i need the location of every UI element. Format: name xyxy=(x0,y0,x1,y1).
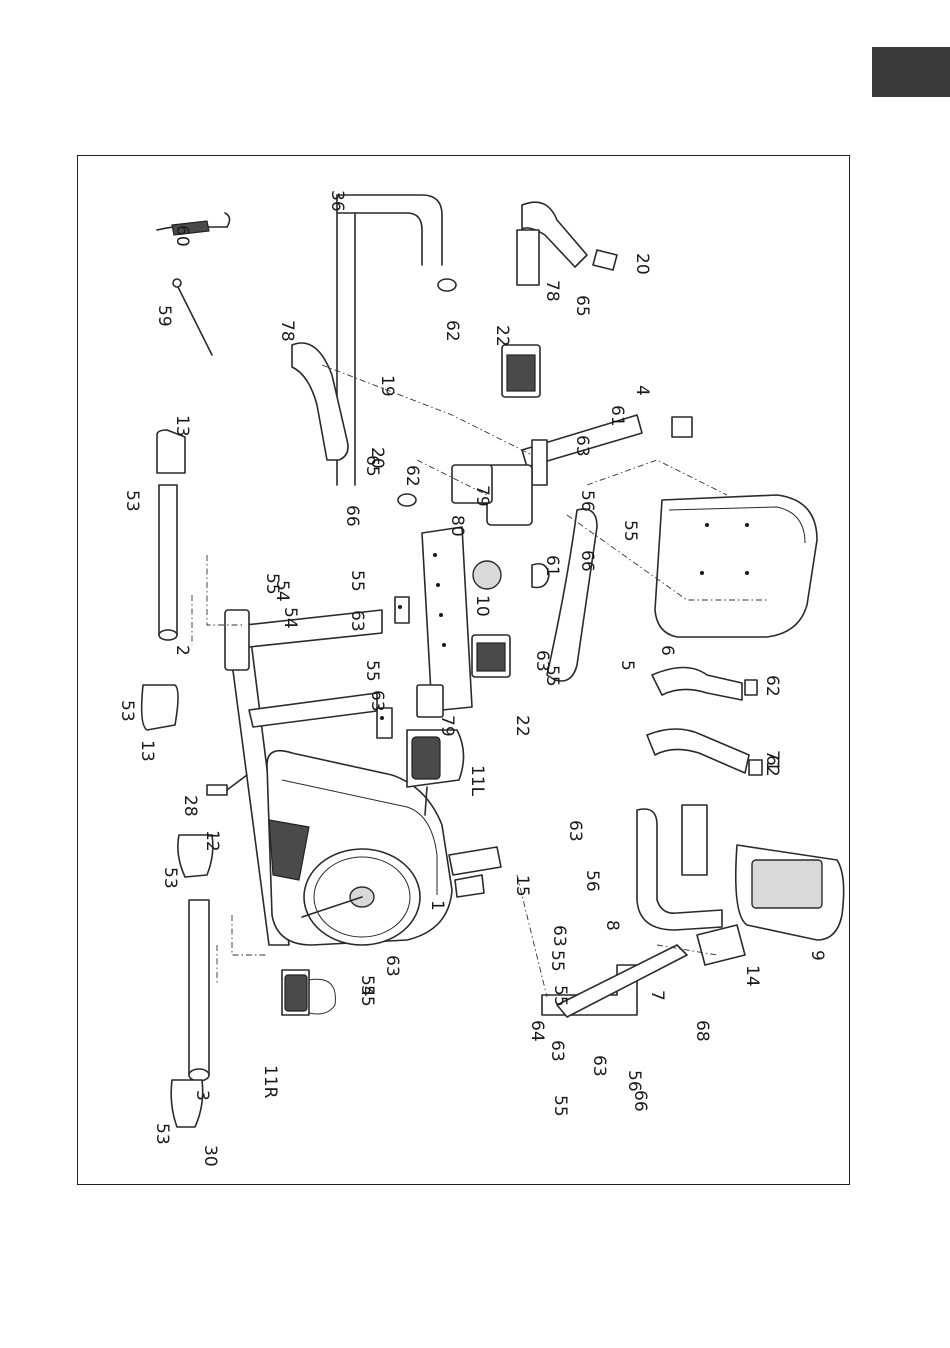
part-label-63: 63 xyxy=(347,610,367,632)
part-label-63: 63 xyxy=(532,650,552,672)
part-label-30: 30 xyxy=(200,1145,220,1167)
part-label-53: 53 xyxy=(117,700,137,722)
chapter-tab xyxy=(872,47,950,97)
part-label-66: 66 xyxy=(342,505,362,527)
part-label-63: 63 xyxy=(589,1055,609,1077)
part-label-61: 61 xyxy=(542,555,562,577)
part-label-55: 55 xyxy=(262,573,282,595)
part-label-62: 62 xyxy=(762,675,782,697)
part-label-12: 12 xyxy=(202,830,222,852)
exploded-view-diagram: 1234567891011L11R12131314151920202222283… xyxy=(77,155,850,1185)
rear-stabilizer xyxy=(142,430,185,730)
part-label-56: 56 xyxy=(582,870,602,892)
part-label-13: 13 xyxy=(172,415,192,437)
part-label-60: 60 xyxy=(172,225,192,247)
part-label-14: 14 xyxy=(742,965,762,987)
part-label-59: 59 xyxy=(154,305,174,327)
part-label-64: 64 xyxy=(527,1020,547,1042)
part-label-65: 65 xyxy=(362,455,382,477)
part-label-63: 63 xyxy=(367,690,387,712)
part-label-78: 78 xyxy=(277,320,297,342)
part-label-54: 54 xyxy=(280,607,300,629)
part-label-15: 15 xyxy=(512,875,532,897)
tension-cable xyxy=(157,213,230,355)
part-label-63: 63 xyxy=(382,955,402,977)
part-label-11L: 11L xyxy=(467,765,487,797)
part-label-4: 4 xyxy=(632,385,652,396)
part-label-9: 9 xyxy=(807,950,827,961)
part-label-68: 68 xyxy=(692,1020,712,1042)
part-label-55: 55 xyxy=(347,570,367,592)
part-label-28: 28 xyxy=(180,795,200,817)
part-label-63: 63 xyxy=(549,925,569,947)
part-label-55: 55 xyxy=(550,985,570,1007)
part-label-56: 56 xyxy=(624,1070,644,1092)
part-label-62: 62 xyxy=(442,320,462,342)
part-label-5: 5 xyxy=(617,660,637,671)
part-label-8: 8 xyxy=(602,920,622,931)
part-label-56: 56 xyxy=(577,490,597,512)
part-label-55: 55 xyxy=(357,985,377,1007)
part-label-71: 71 xyxy=(762,750,782,772)
part-label-65: 65 xyxy=(572,295,592,317)
part-label-2: 2 xyxy=(172,645,192,656)
part-label-55: 55 xyxy=(550,1095,570,1117)
side-handles xyxy=(647,668,762,776)
part-label-61: 61 xyxy=(607,405,627,427)
front-handlebar xyxy=(517,202,617,285)
part-label-10: 10 xyxy=(472,595,492,617)
part-label-63: 63 xyxy=(565,820,585,842)
part-label-66: 66 xyxy=(577,550,597,572)
part-label-55: 55 xyxy=(362,660,382,682)
part-label-7: 7 xyxy=(647,990,667,1001)
part-label-22: 22 xyxy=(512,715,532,737)
part-label-79: 79 xyxy=(472,485,492,507)
part-label-1: 1 xyxy=(427,900,447,911)
part-label-53: 53 xyxy=(160,867,180,889)
part-label-36: 36 xyxy=(327,190,347,212)
part-label-55: 55 xyxy=(620,520,640,542)
part-label-20: 20 xyxy=(632,253,652,275)
part-label-62: 62 xyxy=(402,465,422,487)
part-label-11R: 11R xyxy=(260,1065,280,1099)
part-label-53: 53 xyxy=(152,1123,172,1145)
part-label-22: 22 xyxy=(492,325,512,347)
part-label-13: 13 xyxy=(137,740,157,762)
part-label-55: 55 xyxy=(547,950,567,972)
part-label-66: 66 xyxy=(630,1090,650,1112)
seat-assembly xyxy=(473,415,817,681)
console-assembly xyxy=(542,805,844,1017)
part-label-63: 63 xyxy=(547,1040,567,1062)
part-label-78: 78 xyxy=(542,280,562,302)
part-label-6: 6 xyxy=(657,645,677,656)
part-label-19: 19 xyxy=(377,375,397,397)
part-label-79: 79 xyxy=(437,715,457,737)
part-label-3: 3 xyxy=(192,1090,212,1101)
part-label-53: 53 xyxy=(122,490,142,512)
slide-rail xyxy=(417,345,540,717)
part-label-63: 63 xyxy=(572,435,592,457)
part-label-80: 80 xyxy=(447,515,467,537)
